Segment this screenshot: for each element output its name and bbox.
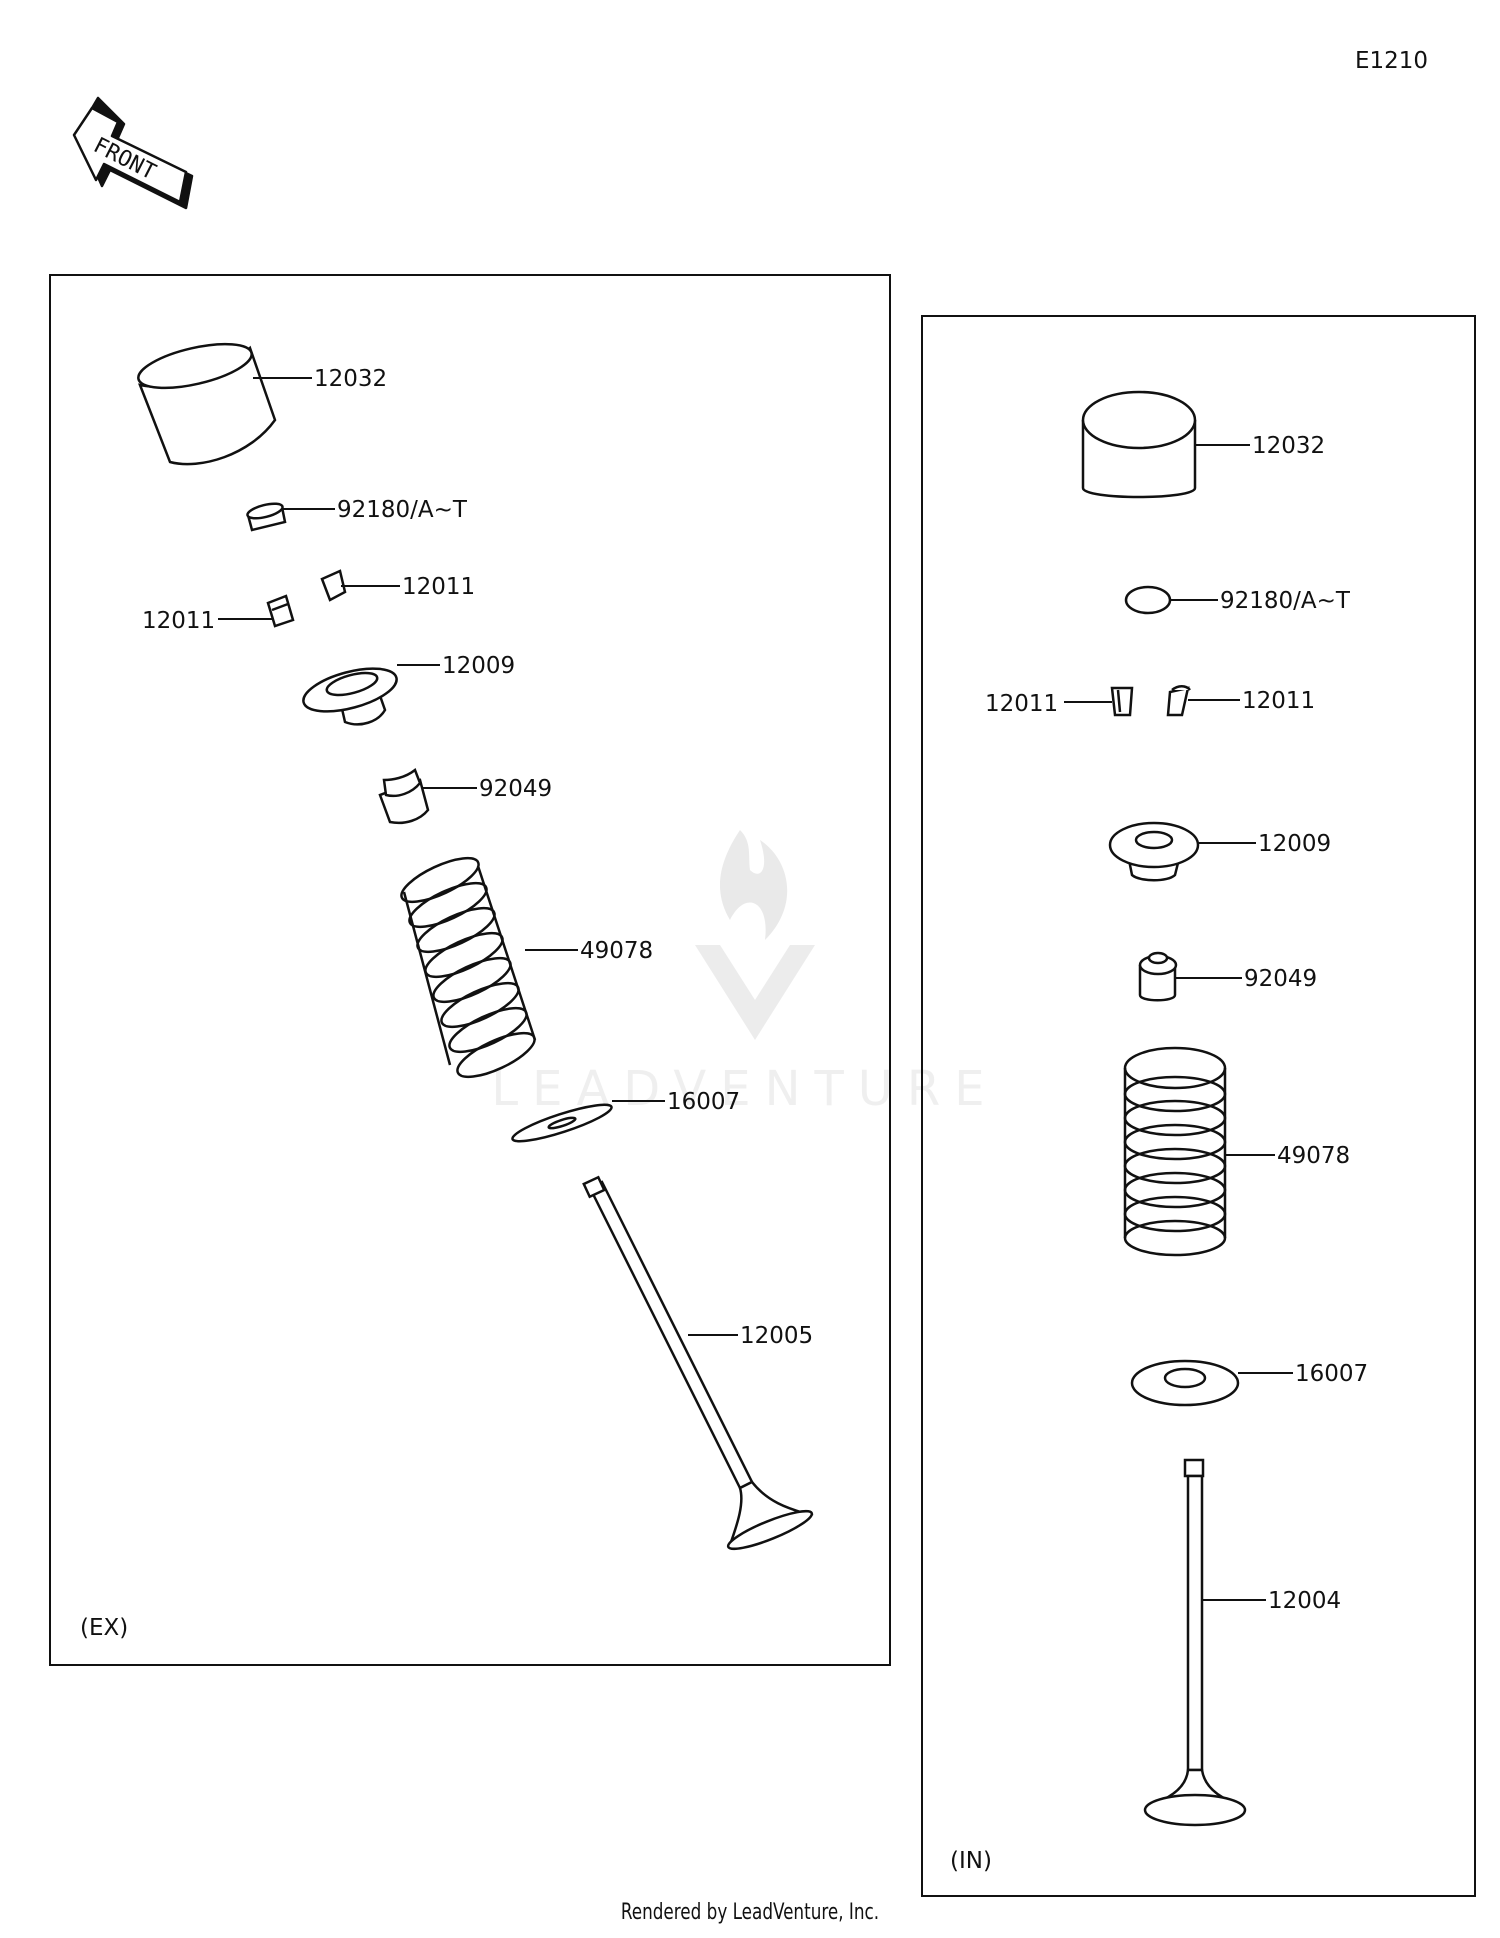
ex-keeper-12011-b — [266, 594, 295, 628]
ex-label-12011-a: 12011 — [402, 574, 475, 600]
exhaust-panel-tag: (EX) — [80, 1615, 128, 1641]
in-label-12032: 12032 — [1252, 433, 1325, 459]
in-spring-49078 — [1123, 1046, 1227, 1257]
front-direction-arrow-icon: FRONT — [72, 96, 194, 210]
ex-spring-49078 — [400, 856, 537, 1079]
ex-label-92049: 92049 — [479, 776, 552, 802]
ex-retainer-12009 — [302, 667, 398, 726]
in-label-49078: 49078 — [1277, 1143, 1350, 1169]
in-retainer-12009 — [1108, 821, 1200, 882]
in-seal-92049 — [1138, 951, 1178, 1002]
in-seat-16007 — [1130, 1359, 1240, 1407]
in-label-16007: 16007 — [1295, 1361, 1368, 1387]
ex-label-49078: 49078 — [580, 938, 653, 964]
in-label-92180: 92180/A~T — [1220, 588, 1351, 614]
ex-label-12009: 12009 — [442, 653, 515, 679]
in-label-12009: 12009 — [1258, 831, 1331, 857]
in-label-92049: 92049 — [1244, 966, 1317, 992]
ex-label-12032: 12032 — [314, 366, 387, 392]
ex-seat-16007 — [511, 1103, 613, 1143]
in-keeper-12011-b — [1166, 685, 1191, 717]
in-label-12011-b: 12011 — [1242, 688, 1315, 714]
ex-tappet-12032 — [137, 342, 277, 466]
ex-label-16007: 16007 — [667, 1089, 740, 1115]
ex-seal-92049 — [378, 767, 430, 825]
ex-shim-92180 — [246, 502, 287, 532]
intake-panel-tag: (IN) — [950, 1848, 992, 1874]
ex-valve-12005 — [582, 1175, 814, 1551]
intake-panel: (IN) 12032 92180/A~T 12011 12011 — [921, 315, 1476, 1897]
in-tappet-12032 — [1081, 390, 1197, 499]
ex-label-92180: 92180/A~T — [337, 497, 468, 523]
in-shim-92180 — [1124, 585, 1172, 615]
in-keeper-12011-a — [1110, 686, 1134, 717]
watermark-text: LEADVENTURE — [491, 1061, 998, 1117]
diagram-id: E1210 — [1355, 48, 1428, 74]
footer-credit: Rendered by LeadVenture, Inc. — [620, 1900, 880, 1925]
in-label-12004: 12004 — [1268, 1588, 1341, 1614]
in-label-12011-a: 12011 — [985, 691, 1058, 717]
ex-label-12005: 12005 — [740, 1323, 813, 1349]
watermark-logo: LEADVENTURE — [491, 830, 998, 1117]
in-valve-12004 — [1143, 1458, 1247, 1827]
ex-label-12011-b: 12011 — [142, 608, 215, 634]
exhaust-panel: (EX) 12032 92180/A~T 12011 12011 — [49, 274, 891, 1666]
ex-keeper-12011-a — [320, 569, 347, 602]
